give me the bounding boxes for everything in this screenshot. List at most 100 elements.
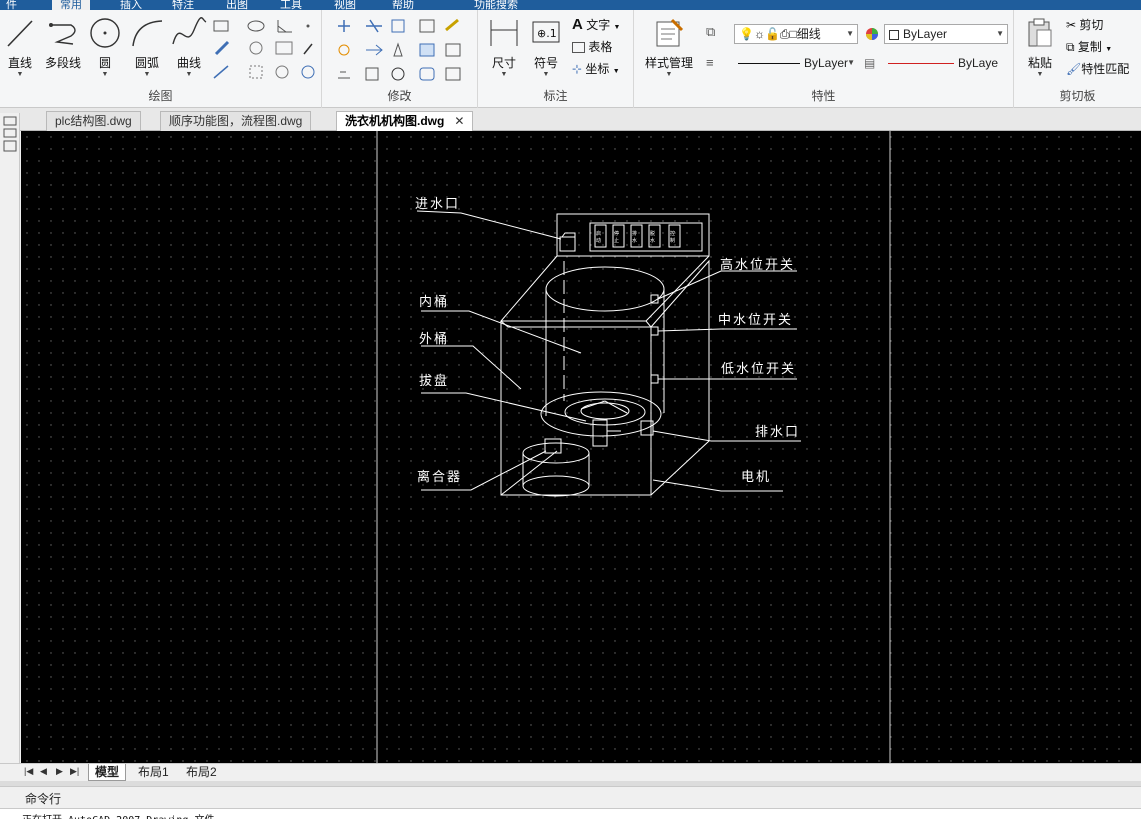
curve-label: 曲线 [176,56,201,70]
command-line-output[interactable]: 正在打开 AutoCAD 2007 Drawing 文件 [0,808,1141,819]
copy-tool[interactable]: ⧉ 复制 ▼ [1066,40,1113,54]
properties-panel-title: 特性 [811,89,836,103]
lineweight-dropdown[interactable]: ByLaye [884,54,1008,74]
horizontal-scrollbar[interactable] [0,781,1141,786]
match-tool[interactable]: 🖌特性匹配 [1066,60,1129,77]
match-label: 特性匹配 [1081,62,1130,76]
list-icon[interactable]: ≡ [706,55,714,70]
drawing-canvas[interactable]: 启动 停止 排水 脱水 控制 进水口 [21,131,1141,763]
symbol-icon: ⊕.1 [532,21,560,43]
clipboard-panel-title: 剪切板 [1059,89,1096,103]
coord-tool[interactable]: ⊹ 坐标 ▼ [572,62,620,76]
tab-model[interactable]: 模型 [88,764,127,781]
cut-label: 剪切 [1079,18,1104,32]
label-inlet: 进水口 [415,197,460,212]
circle-label: 圆 [98,56,111,70]
style-manager-tool[interactable]: 样式管理 ▼ [638,16,700,79]
menu-tools[interactable]: 工具 [280,0,302,11]
color-dropdown[interactable]: ByLayer ▼ [884,24,1008,44]
properties-palette-icon[interactable] [1,115,19,155]
label-inner-drum: 内桶 [419,294,449,310]
lightbulb-icon: 💡 [739,27,754,41]
arc-tool[interactable]: 圆弧 ▼ [128,16,166,79]
modify-icons[interactable] [336,18,470,84]
draw-small-icons[interactable] [212,18,318,84]
label-high-switch: 高水位开关 [720,257,795,273]
color-swatch [889,29,899,40]
close-icon[interactable]: ✕ [454,114,465,128]
doc-tab-plc[interactable]: plc结构图.dwg [46,111,141,131]
printer-icon: ⎙ [779,27,790,41]
cut-tool[interactable]: ✂ 剪切 [1066,16,1103,33]
layer-name: 细线 [796,27,821,41]
drawing-svg[interactable]: 启动 停止 排水 脱水 控制 进水口 [21,131,1141,763]
prev-tab-icon[interactable]: ◀ [40,766,47,776]
menu-insert[interactable]: 插入 [120,0,142,11]
doc-tab-sfc[interactable]: 顺序功能图，流程图.dwg [160,111,312,131]
layer-dropdown[interactable]: 💡☼🔓⎙□细线 ▼ [734,24,858,44]
linetype-dropdown[interactable]: ByLayer ▼ [734,54,858,74]
panel-button-text: 停止 [614,230,619,244]
command-line-header: 命令行 [0,786,1141,808]
dimension-icon [490,20,518,46]
curve-icon [172,17,207,45]
coord-icon: ⊹ [572,62,583,76]
last-tab-icon[interactable]: ▶| [70,766,80,776]
first-tab-icon[interactable]: |◀ [24,766,34,776]
paste-label: 粘贴 [1027,56,1052,70]
symbol-tool[interactable]: ⊕.1 符号 ▼ [528,16,564,79]
annotate-panel: 尺寸 ▼ ⊕.1 符号 ▼ A 文字 ▼ 表格 ⊹ 坐标 ▼ 标注 [478,10,634,108]
lock-icon: 🔓 [764,27,780,41]
menu-help[interactable]: 帮助 [392,0,414,11]
command-line-title: 命令行 [25,792,62,806]
dimension-tool[interactable]: 尺寸 ▼ [486,16,522,79]
menu-annotate[interactable]: 特注 [172,0,194,11]
color-value: ByLayer [903,27,948,41]
draw-panel-title: 绘图 [148,89,173,103]
layer-state-icon[interactable]: ⧉ [706,24,716,39]
lineweight-icon[interactable]: ▤ [864,56,876,70]
lineweight-value: ByLaye [958,56,999,70]
table-tool[interactable]: 表格 [572,38,612,55]
tab-layout2[interactable]: 布局2 [186,765,217,779]
menu-view[interactable]: 视图 [334,0,356,11]
tab-layout1[interactable]: 布局1 [138,765,169,779]
menu-output[interactable]: 出图 [226,0,248,11]
copy-icon: ⧉ [1066,40,1075,54]
curve-tool[interactable]: 曲线 ▼ [170,16,208,79]
panel-button-text: 启动 [596,230,601,244]
table-label: 表格 [588,40,613,54]
panel-buttons: 启动 停止 排水 脱水 控制 [596,230,675,244]
grid-dots [21,131,1141,763]
circle-icon [90,18,120,48]
label-outer-drum: 外桶 [419,332,449,347]
ribbon: 直线 ▼ 多段线 圆 ▼ 圆弧 ▼ 曲线 ▼ [0,10,1141,108]
annotate-panel-title: 标注 [543,89,568,103]
paste-tool[interactable]: 粘贴 ▼ [1022,16,1058,79]
line-icon [7,20,33,47]
label-drain: 排水口 [755,425,800,440]
doc-tab-label: 顺序功能图，流程图.dwg [169,114,303,128]
line-tool[interactable]: 直线 ▼ [4,16,36,79]
next-tab-icon[interactable]: ▶ [56,766,63,776]
polyline-tool[interactable]: 多段线 [40,16,86,71]
label-impeller: 拔盘 [419,373,449,389]
scissors-icon: ✂ [1066,18,1077,32]
symbol-label: 符号 [533,56,558,70]
side-toolbar [0,113,20,763]
color-square-icon: □ [789,27,797,41]
modify-panel-title: 修改 [387,89,412,103]
text-tool[interactable]: A 文字 ▼ [572,16,621,33]
color-wheel-icon[interactable] [864,26,880,42]
doc-tab-washer[interactable]: 洗衣机机构图.dwg✕ [336,111,474,131]
polyline-icon [49,23,76,45]
doc-tab-label: plc结构图.dwg [55,114,132,128]
menu-search[interactable]: 功能搜索 [474,0,518,11]
sun-icon: ☼ [753,27,765,41]
menu-home[interactable]: 常用 [52,0,90,11]
menu-file[interactable]: 件 [6,0,17,11]
clipboard-icon [1028,18,1052,47]
panel-button-text: 脱水 [650,230,655,244]
circle-tool[interactable]: 圆 ▼ [88,16,122,79]
